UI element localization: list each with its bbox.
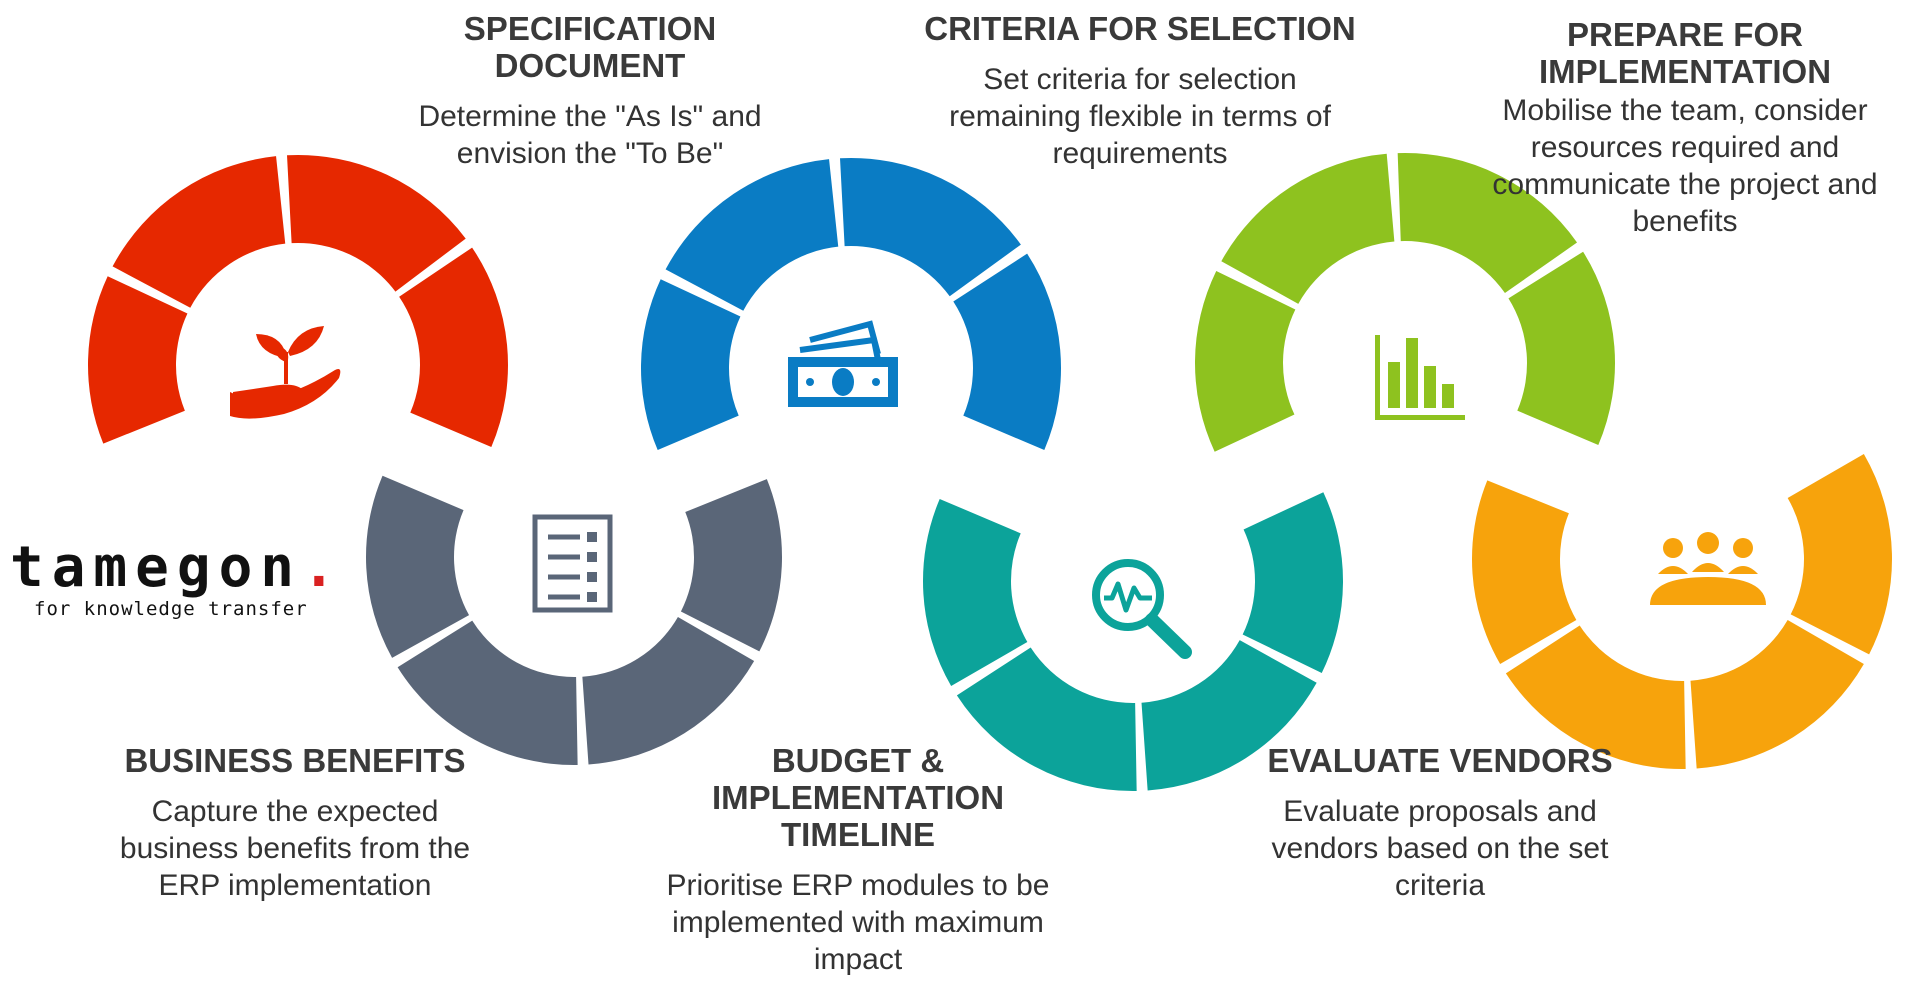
search-pulse-icon bbox=[1092, 559, 1192, 659]
plant-hand-icon bbox=[230, 326, 341, 419]
slate-ring-segment bbox=[582, 617, 755, 765]
green-ring-segment bbox=[1508, 251, 1615, 446]
step-title: CRITERIA FOR SELECTION bbox=[924, 10, 1356, 47]
logo-brand: tamegon. bbox=[10, 535, 344, 600]
red-ring-segment bbox=[112, 156, 286, 308]
ring-segments bbox=[87, 153, 1893, 791]
slate-ring-segment bbox=[680, 479, 783, 652]
blue-ring-segment bbox=[641, 279, 741, 451]
red-ring-segment bbox=[287, 155, 466, 292]
teal-ring-segment bbox=[1242, 492, 1343, 674]
logo-tagline: for knowledge transfer bbox=[34, 598, 308, 620]
bar-chart-icon bbox=[1375, 335, 1465, 420]
step-title: SPECIFICATION DOCUMENT bbox=[463, 10, 717, 84]
orange-ring-segment bbox=[1787, 454, 1893, 655]
blue-ring-segment bbox=[665, 159, 839, 311]
team-meeting-icon bbox=[1650, 532, 1766, 605]
money-stack-icon bbox=[788, 320, 898, 407]
slate-ring-segment bbox=[366, 475, 470, 658]
teal-ring-segment bbox=[956, 647, 1137, 791]
green-ring-segment bbox=[1397, 153, 1578, 294]
blue-ring-segment bbox=[953, 253, 1061, 451]
step-specification-document: SPECIFICATION DOCUMENT Determine the "As… bbox=[365, 10, 815, 172]
red-ring-segment bbox=[399, 247, 508, 448]
teal-ring-segment bbox=[923, 498, 1028, 686]
slate-ring-segment bbox=[397, 620, 578, 765]
step-criteria-for-selection: CRITERIA FOR SELECTION Set criteria for … bbox=[915, 10, 1365, 172]
document-list-icon bbox=[532, 514, 613, 613]
green-ring-segment bbox=[1195, 270, 1296, 452]
blue-ring-segment bbox=[840, 158, 1021, 297]
red-ring-segment bbox=[87, 276, 188, 444]
green-ring-segment bbox=[1221, 153, 1395, 304]
orange-ring-segment bbox=[1472, 480, 1577, 664]
step-title: BUSINESS BENEFITS bbox=[124, 742, 466, 779]
teal-ring-segment bbox=[1141, 640, 1317, 791]
orange-ring-segment bbox=[1505, 625, 1686, 769]
orange-ring-segment bbox=[1690, 620, 1864, 769]
document-list-icon-bullets bbox=[587, 532, 597, 602]
step-title: EVALUATE VENDORS bbox=[1267, 742, 1613, 779]
tamegon-logo: tamegon. for knowledge transfer bbox=[10, 540, 360, 625]
